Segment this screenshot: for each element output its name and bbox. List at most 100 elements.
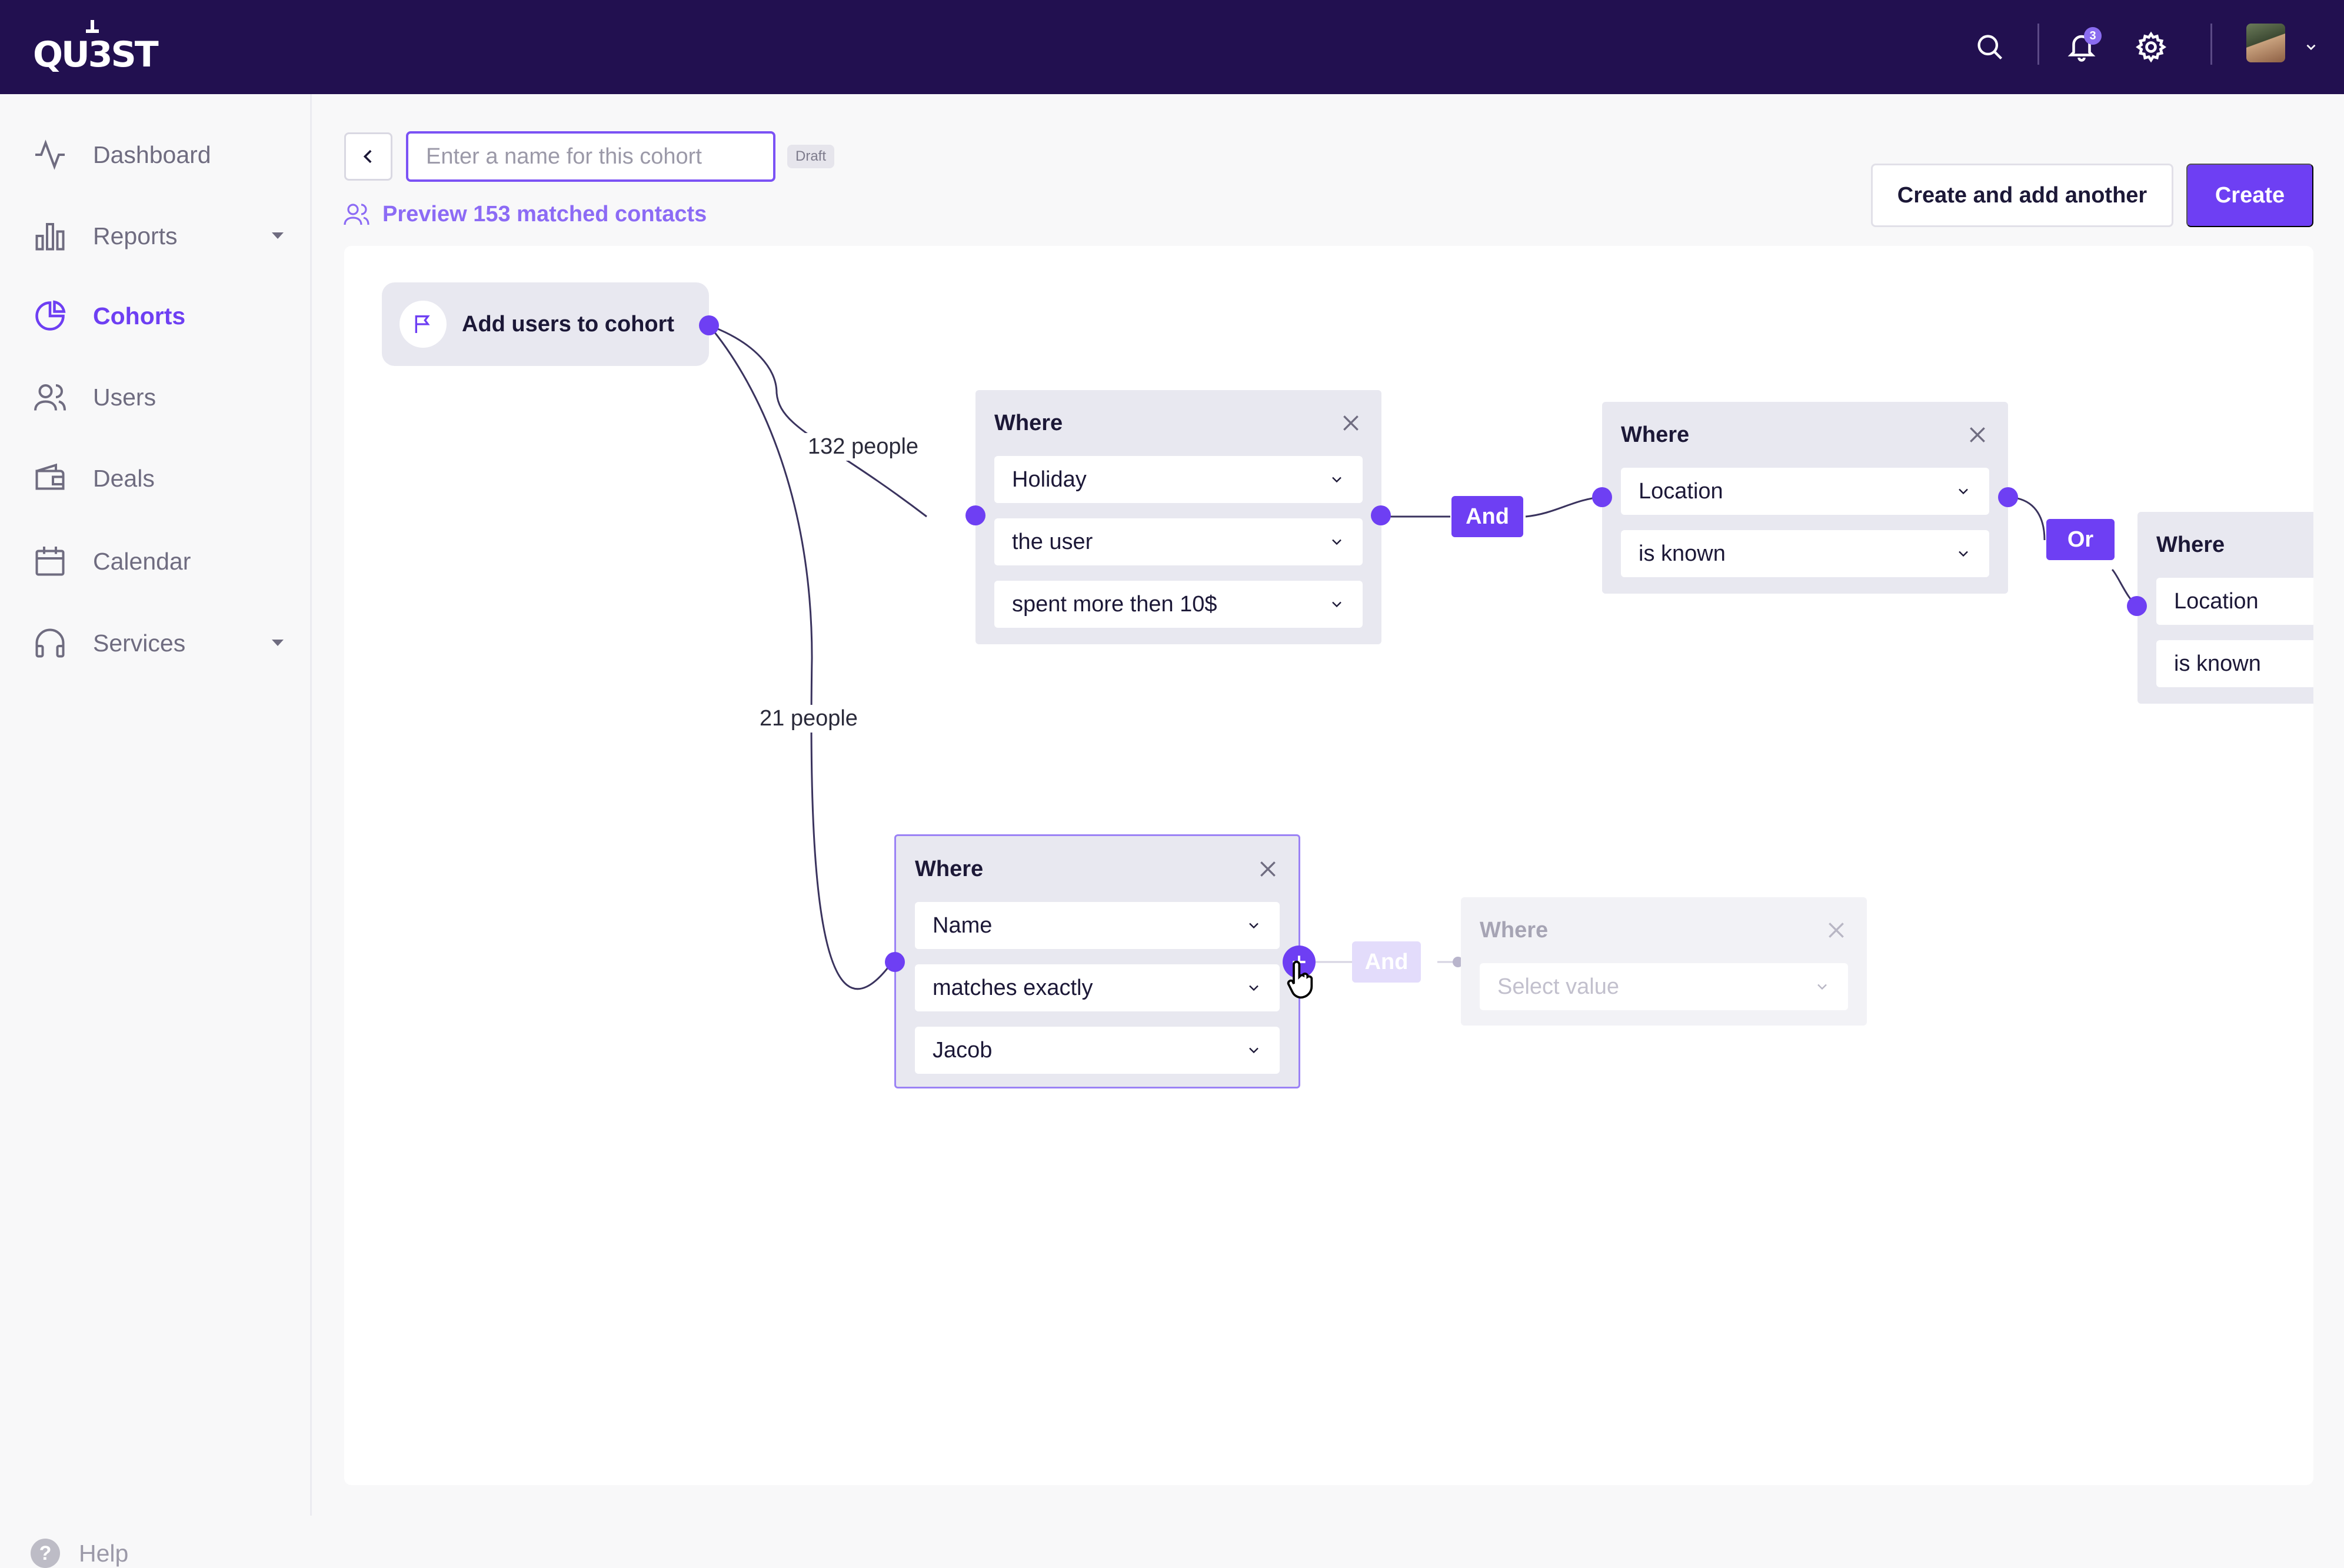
close-icon[interactable] xyxy=(1256,857,1280,881)
sidebar-item-users[interactable]: Users xyxy=(31,374,284,421)
sidebar-item-calendar[interactable]: Calendar xyxy=(31,538,284,585)
select-value: Name xyxy=(933,913,993,938)
close-icon[interactable] xyxy=(1824,918,1848,942)
condition-select[interactable]: Jacob xyxy=(915,1027,1280,1074)
close-icon[interactable] xyxy=(1339,411,1363,435)
condition-select[interactable]: Name xyxy=(915,902,1280,949)
input-port[interactable] xyxy=(1453,957,1463,967)
sidebar-item-dashboard[interactable]: Dashboard xyxy=(31,131,284,178)
where-node-placeholder[interactable]: Where Select value xyxy=(1461,897,1867,1026)
condition-select[interactable]: Location xyxy=(2156,578,2313,625)
condition-select[interactable]: Holiday xyxy=(994,456,1363,503)
gear-icon[interactable] xyxy=(2127,24,2175,71)
create-button[interactable]: Create xyxy=(2186,164,2313,227)
where-node-title: Where xyxy=(1621,422,1690,447)
where-node[interactable]: Where Location is known xyxy=(2137,512,2313,704)
output-port[interactable] xyxy=(1998,487,2018,507)
hand-cursor-icon xyxy=(1287,960,1313,999)
users-icon xyxy=(31,378,69,417)
start-node[interactable]: Add users to cohort xyxy=(382,282,709,366)
value-select[interactable]: Select value xyxy=(1480,963,1848,1010)
sidebar-item-reports[interactable]: Reports xyxy=(31,212,284,259)
users-icon xyxy=(344,204,369,225)
sidebar-item-cohorts[interactable]: Cohorts xyxy=(31,292,284,339)
where-node-selected[interactable]: Where Name matches exactly Jacob xyxy=(894,834,1300,1088)
headphones-icon xyxy=(31,624,69,663)
chevron-down-icon xyxy=(1249,985,1258,991)
condition-select[interactable]: spent more then 10$ xyxy=(994,581,1363,628)
and-operator-placeholder[interactable]: And xyxy=(1352,941,1421,983)
chevron-down-icon xyxy=(1332,601,1341,608)
user-avatar[interactable] xyxy=(2246,24,2285,62)
select-value: Holiday xyxy=(1012,467,1087,492)
help-label: Help xyxy=(79,1539,129,1567)
search-icon[interactable] xyxy=(1966,24,2013,71)
chevron-left-icon xyxy=(363,149,372,164)
select-value: Location xyxy=(1639,478,1723,504)
close-icon[interactable] xyxy=(1966,423,1989,447)
flow-canvas[interactable]: Add users to cohort 132 people 21 people… xyxy=(344,246,2313,1485)
start-node-label: Add users to cohort xyxy=(462,311,675,337)
chevron-down-icon xyxy=(1332,539,1341,545)
and-operator[interactable]: And xyxy=(1451,496,1523,537)
select-placeholder: Select value xyxy=(1497,974,1620,999)
calendar-icon xyxy=(31,542,69,581)
input-port[interactable] xyxy=(965,505,985,525)
preview-link-label: Preview 153 matched contacts xyxy=(382,201,707,227)
output-port[interactable] xyxy=(1371,505,1391,525)
chevron-down-icon xyxy=(1959,551,1968,557)
where-node-title: Where xyxy=(994,410,1063,435)
input-port[interactable] xyxy=(1592,487,1612,507)
select-value: Location xyxy=(2174,588,2259,614)
preview-contacts-link[interactable]: Preview 153 matched contacts xyxy=(342,200,707,228)
sidebar: Dashboard Reports Cohorts Users Deals Ca… xyxy=(0,94,312,1568)
caret-down-icon xyxy=(272,640,284,646)
chevron-down-icon xyxy=(1249,1047,1258,1054)
notification-badge: 3 xyxy=(2084,27,2102,45)
condition-select[interactable]: is known xyxy=(2156,640,2313,687)
select-value: spent more then 10$ xyxy=(1012,591,1217,617)
caret-down-icon xyxy=(272,232,284,239)
edge-label: 21 people xyxy=(755,705,863,733)
output-port[interactable] xyxy=(699,315,719,335)
sidebar-item-label: Services xyxy=(93,629,186,657)
header-divider xyxy=(2210,24,2212,65)
chevron-down-icon xyxy=(1249,923,1258,929)
chevron-down-icon xyxy=(1332,477,1341,483)
where-node[interactable]: Where Location is known xyxy=(1602,402,2008,594)
sidebar-item-label: Deals xyxy=(93,464,155,492)
chevron-down-icon xyxy=(1817,984,1827,990)
logo-mark-icon xyxy=(86,20,99,33)
select-value: matches exactly xyxy=(933,975,1093,1000)
pie-chart-icon xyxy=(31,297,69,335)
condition-select[interactable]: matches exactly xyxy=(915,964,1280,1011)
chevron-down-icon[interactable] xyxy=(2299,24,2323,71)
sidebar-item-label: Users xyxy=(93,383,157,411)
wallet-icon xyxy=(31,459,69,498)
sidebar-item-label: Calendar xyxy=(93,547,191,575)
sidebar-item-label: Reports xyxy=(93,222,178,249)
edge-label: 132 people xyxy=(803,433,924,461)
create-and-add-another-button[interactable]: Create and add another xyxy=(1871,164,2173,227)
select-value: the user xyxy=(1012,529,1093,554)
sidebar-item-deals[interactable]: Deals xyxy=(31,455,284,502)
back-button[interactable] xyxy=(344,132,392,181)
notifications-button[interactable]: 3 xyxy=(2058,24,2105,71)
sidebar-item-services[interactable]: Services xyxy=(31,620,284,667)
or-operator[interactable]: Or xyxy=(2046,519,2115,560)
condition-select[interactable]: is known xyxy=(1621,530,1989,577)
input-port[interactable] xyxy=(2127,596,2147,616)
condition-select[interactable]: the user xyxy=(994,518,1363,565)
where-node-title: Where xyxy=(915,856,984,881)
input-port[interactable] xyxy=(885,952,905,972)
logo-text: QU3ST xyxy=(33,34,159,75)
where-node[interactable]: Where Holiday the user spent more then 1… xyxy=(975,390,1381,644)
draft-badge: Draft xyxy=(787,145,835,168)
select-value: is known xyxy=(1639,541,1726,566)
help-link[interactable]: ? Help xyxy=(31,1539,128,1568)
app-logo[interactable]: QU3ST xyxy=(33,18,162,76)
cohort-name-input[interactable] xyxy=(406,131,775,182)
condition-select[interactable]: Location xyxy=(1621,468,1989,515)
activity-icon xyxy=(31,135,69,174)
where-node-title: Where xyxy=(2156,532,2225,557)
